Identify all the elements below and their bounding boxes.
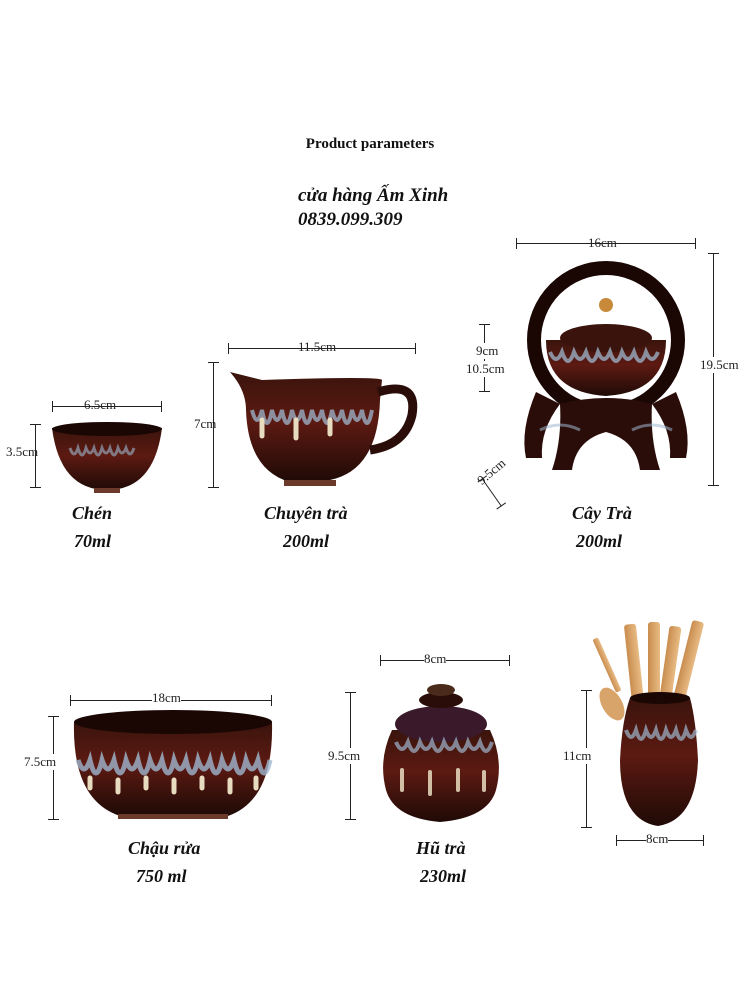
basin-name: Chậu rửa — [128, 838, 201, 858]
pitcher-name: Chuyên trà — [264, 503, 348, 523]
cup-height-line — [30, 424, 41, 488]
stand-pot-height-b-label: 10.5cm — [466, 361, 505, 377]
tea-jar-illustration — [383, 684, 499, 822]
basin-illustration — [73, 710, 273, 819]
page-heading: Product parameters — [305, 136, 435, 152]
jar-volume: 230ml — [420, 866, 467, 886]
holder-height-label: 11cm — [563, 748, 592, 764]
stand-width-line — [516, 238, 696, 249]
shop-name: cửa hàng Ấm Xinh — [298, 185, 449, 206]
basin-width-label: 18cm — [152, 690, 181, 706]
pitcher-height-label: 7cm — [194, 416, 217, 431]
shop-info: cửa hàng Ấm Xinh 0839.099.309 — [298, 184, 448, 232]
pitcher-height-line — [208, 362, 219, 488]
stand-width-label: 16cm — [588, 235, 617, 250]
jar-name: Hũ trà — [416, 838, 466, 858]
basin-volume: 750 ml — [136, 866, 187, 886]
cup-name: Chén — [72, 503, 113, 523]
utensil-holder-illustration — [593, 620, 704, 826]
jar-height-label: 9.5cm — [328, 748, 361, 764]
holder-width-label: 8cm — [646, 831, 669, 847]
stand-volume: 200ml — [576, 531, 623, 551]
cup-volume: 70ml — [74, 531, 112, 551]
shop-phone: 0839.099.309 — [298, 209, 403, 230]
cup-width-label: 6.5cm — [84, 397, 117, 412]
cup-width-line — [52, 401, 162, 412]
cup-illustration — [52, 422, 162, 493]
tea-stand-illustration — [524, 261, 688, 470]
pitcher-volume: 200ml — [283, 531, 330, 551]
stand-pot-height-a-label: 9cm — [476, 343, 499, 359]
stand-height-label: 19.5cm — [700, 357, 739, 373]
pitcher-width-line — [228, 343, 416, 354]
pitcher-illustration — [230, 372, 418, 486]
cup-height-label: 3.5cm — [6, 444, 39, 459]
pitcher-width-label: 11.5cm — [298, 339, 337, 354]
jar-width-label: 8cm — [424, 651, 447, 667]
basin-height-label: 7.5cm — [24, 754, 57, 770]
stand-name: Cây Trà — [572, 503, 632, 523]
